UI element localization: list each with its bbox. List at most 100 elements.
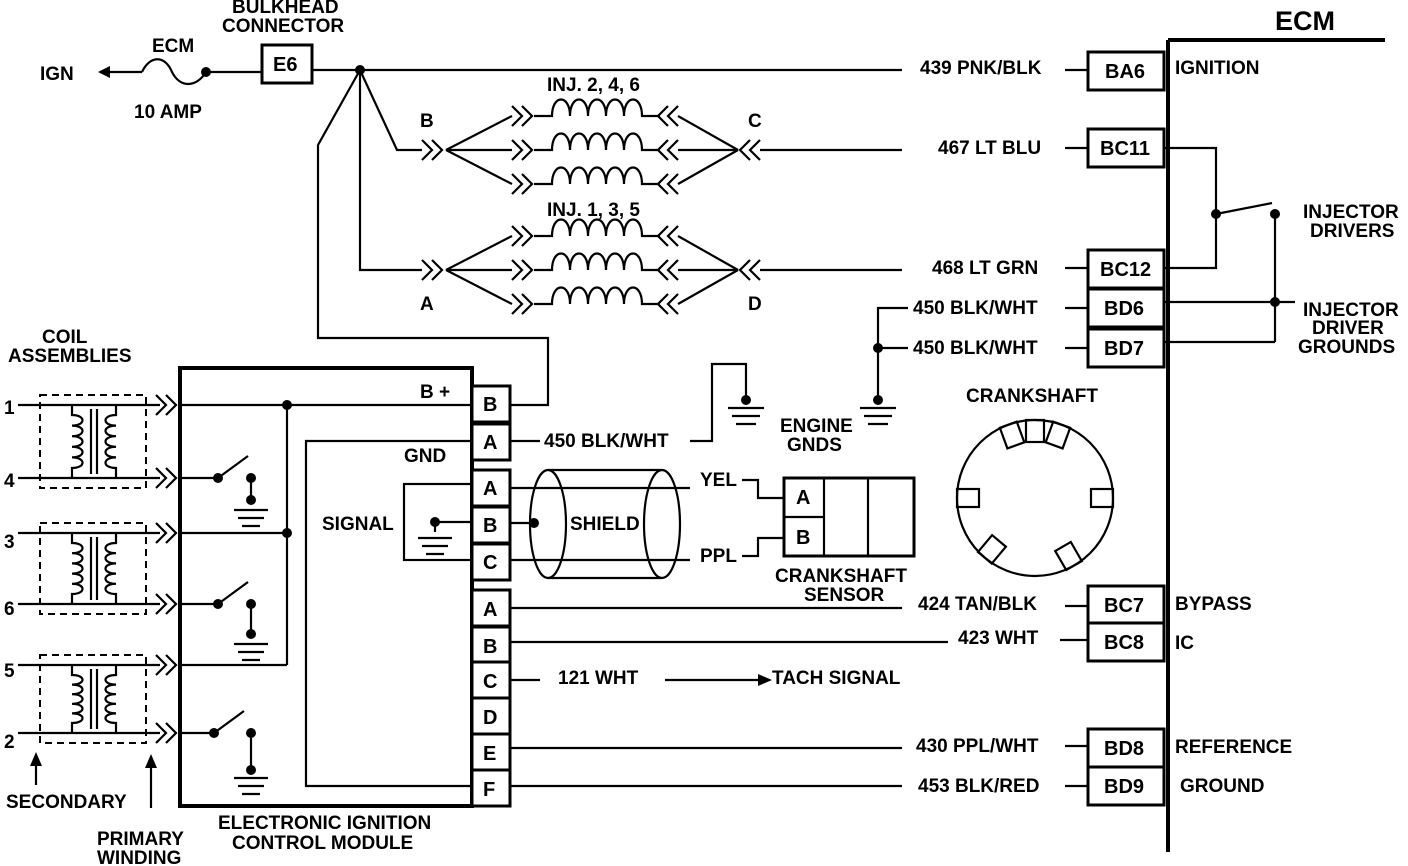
module-title-2: CONTROL MODULE	[232, 833, 413, 854]
crank-notch	[976, 533, 1008, 566]
wire-label: 453 BLK/RED	[918, 776, 1039, 797]
crank-notch	[1024, 418, 1046, 444]
injector-coil	[511, 252, 679, 281]
fuse-top-label: ECM	[152, 36, 194, 57]
pin-mid-b: B	[483, 515, 497, 537]
pin-bot-d: D	[483, 707, 497, 729]
module-title-1: ELECTRONIC IGNITION	[218, 813, 431, 834]
wire-label: 430 PPL/WHT	[916, 736, 1039, 757]
arrow-ign-icon	[98, 66, 110, 78]
pin-bot-c: C	[483, 671, 497, 693]
pin-label: BC7	[1104, 595, 1144, 617]
sensor-pin-b: B	[796, 527, 810, 549]
inj-conn-a: A	[420, 294, 434, 315]
ignition-module: B + GND SIGNAL ELECTRONIC IGNITION CONTR…	[178, 366, 474, 854]
b-plus-label: B +	[420, 382, 450, 403]
ecm-pin-bc12: 468 LT GRN BC12	[932, 248, 1166, 290]
ign-label: IGN	[40, 64, 74, 85]
wire-label: 424 TAN/BLK	[918, 594, 1037, 615]
inj-bank-bottom-label: INJ. 1, 3, 5	[547, 200, 640, 221]
ecm-pin-bc8: 423 WHT BC8 IC	[958, 621, 1194, 663]
module-connector-top: B A	[470, 384, 512, 462]
tach-wire-label: 121 WHT	[558, 668, 639, 689]
coil-terminal-6: 6	[4, 599, 15, 620]
crank-notch	[998, 420, 1026, 450]
crank-notch	[955, 487, 981, 509]
signal-ground-box	[402, 482, 474, 562]
pin-bot-a: A	[483, 599, 497, 621]
engine-gnds-2: GNDS	[787, 435, 842, 456]
crank-notch	[1089, 487, 1115, 509]
function-label: IC	[1175, 633, 1194, 654]
switch-6	[180, 581, 268, 662]
inj-grounds-2: DRIVER	[1312, 318, 1384, 339]
shield-label: SHIELD	[570, 514, 640, 535]
module-connector-bottom: A B C D E F	[470, 588, 512, 808]
pin-label: BC11	[1100, 138, 1150, 160]
coil-assemblies: COIL ASSEMBLIES 1 4 3 6 5 2 SECONDARY PR…	[4, 327, 184, 866]
injector-coil	[511, 286, 679, 315]
pin-label: BD6	[1104, 298, 1144, 320]
ecm-pin-ba6: 439 PNK/BLK BA6 IGNITION	[920, 50, 1259, 92]
inj-drivers-2: DRIVERS	[1310, 221, 1394, 242]
tach-wire: 121 WHT TACH SIGNAL	[510, 668, 901, 689]
coil-unit	[18, 654, 178, 744]
coil-terminal-4: 4	[4, 471, 15, 492]
ecm-pin-bd9: 453 BLK/RED BD9 GROUND	[918, 765, 1264, 807]
pin-bot-b: B	[483, 636, 497, 658]
sensor-title-2: SENSOR	[804, 585, 885, 606]
ecm-pin-bd8: 430 PPL/WHT BD8 REFERENCE	[916, 727, 1292, 769]
function-label: GROUND	[1180, 776, 1264, 797]
engine-gnds-label: ENGINE GNDS	[780, 416, 853, 456]
fuse: ECM 10 AMP IGN	[40, 36, 262, 123]
ecm-block: ECM	[1166, 6, 1385, 852]
inj-conn-d: D	[748, 294, 762, 315]
injector-coil	[511, 98, 679, 127]
coil-title-1: COIL	[42, 327, 88, 348]
coil-terminal-5: 5	[4, 661, 15, 682]
pin-label: BD7	[1104, 338, 1144, 360]
tach-signal-label: TACH SIGNAL	[772, 668, 901, 689]
inj-conn-b: B	[420, 111, 434, 132]
bulkhead-pin: E6	[273, 54, 297, 76]
crankshaft-sensor: A B CRANKSHAFT SENSOR	[775, 476, 916, 606]
wire-label: 439 PNK/BLK	[920, 58, 1042, 79]
ecm-pin-bc7: 424 TAN/BLK BC7 BYPASS	[918, 584, 1252, 626]
primary-label-1: PRIMARY	[97, 829, 184, 850]
switch-2	[180, 710, 268, 796]
signal-label: SIGNAL	[322, 514, 394, 535]
arrow-primary-icon	[145, 754, 157, 768]
pin-bot-f: F	[483, 779, 495, 801]
ecm-pin-bc11: 467 LT BLU BC11	[938, 127, 1166, 169]
ppl-label: PPL	[700, 546, 737, 567]
module-gnd-wire: 450 BLK/WHT	[510, 362, 764, 452]
pin-label: BD9	[1104, 776, 1144, 798]
bulkhead-title-2: CONNECTOR	[222, 16, 344, 37]
coil-terminal-2: 2	[4, 732, 15, 753]
pin-gnd: A	[483, 432, 497, 454]
sensor-title-1: CRANKSHAFT	[775, 566, 907, 587]
bulkhead-title-1: BULKHEAD	[232, 0, 339, 18]
gnd-label: GND	[404, 446, 446, 467]
injector-driver-switch: INJECTOR DRIVERS INJECTOR DRIVER GROUNDS	[1164, 146, 1399, 358]
wire-label: 450 BLK/WHT	[913, 298, 1038, 319]
crankshaft-wheel: CRANKSHAFT	[955, 386, 1115, 578]
wire-label: 423 WHT	[958, 628, 1039, 649]
inj-drivers-1: INJECTOR	[1303, 202, 1399, 223]
pin-b-plus: B	[483, 394, 497, 416]
inj-conn-c: C	[748, 111, 762, 132]
coil-unit	[18, 522, 178, 615]
coil-unit	[18, 394, 178, 489]
crankshaft-label: CRANKSHAFT	[966, 386, 1098, 407]
crank-notch	[1044, 420, 1072, 450]
function-label: BYPASS	[1175, 594, 1252, 615]
engine-gnds-1: ENGINE	[780, 416, 853, 437]
arrow-secondary-icon	[30, 752, 42, 766]
secondary-label: SECONDARY	[6, 792, 127, 813]
bulkhead-connector: BULKHEAD CONNECTOR E6	[222, 0, 344, 85]
inj-grounds-1: INJECTOR	[1303, 300, 1399, 321]
engine-ground-ecm	[860, 306, 908, 426]
inj-grounds-3: GROUNDS	[1298, 337, 1395, 358]
pin-label: BD8	[1104, 738, 1144, 760]
